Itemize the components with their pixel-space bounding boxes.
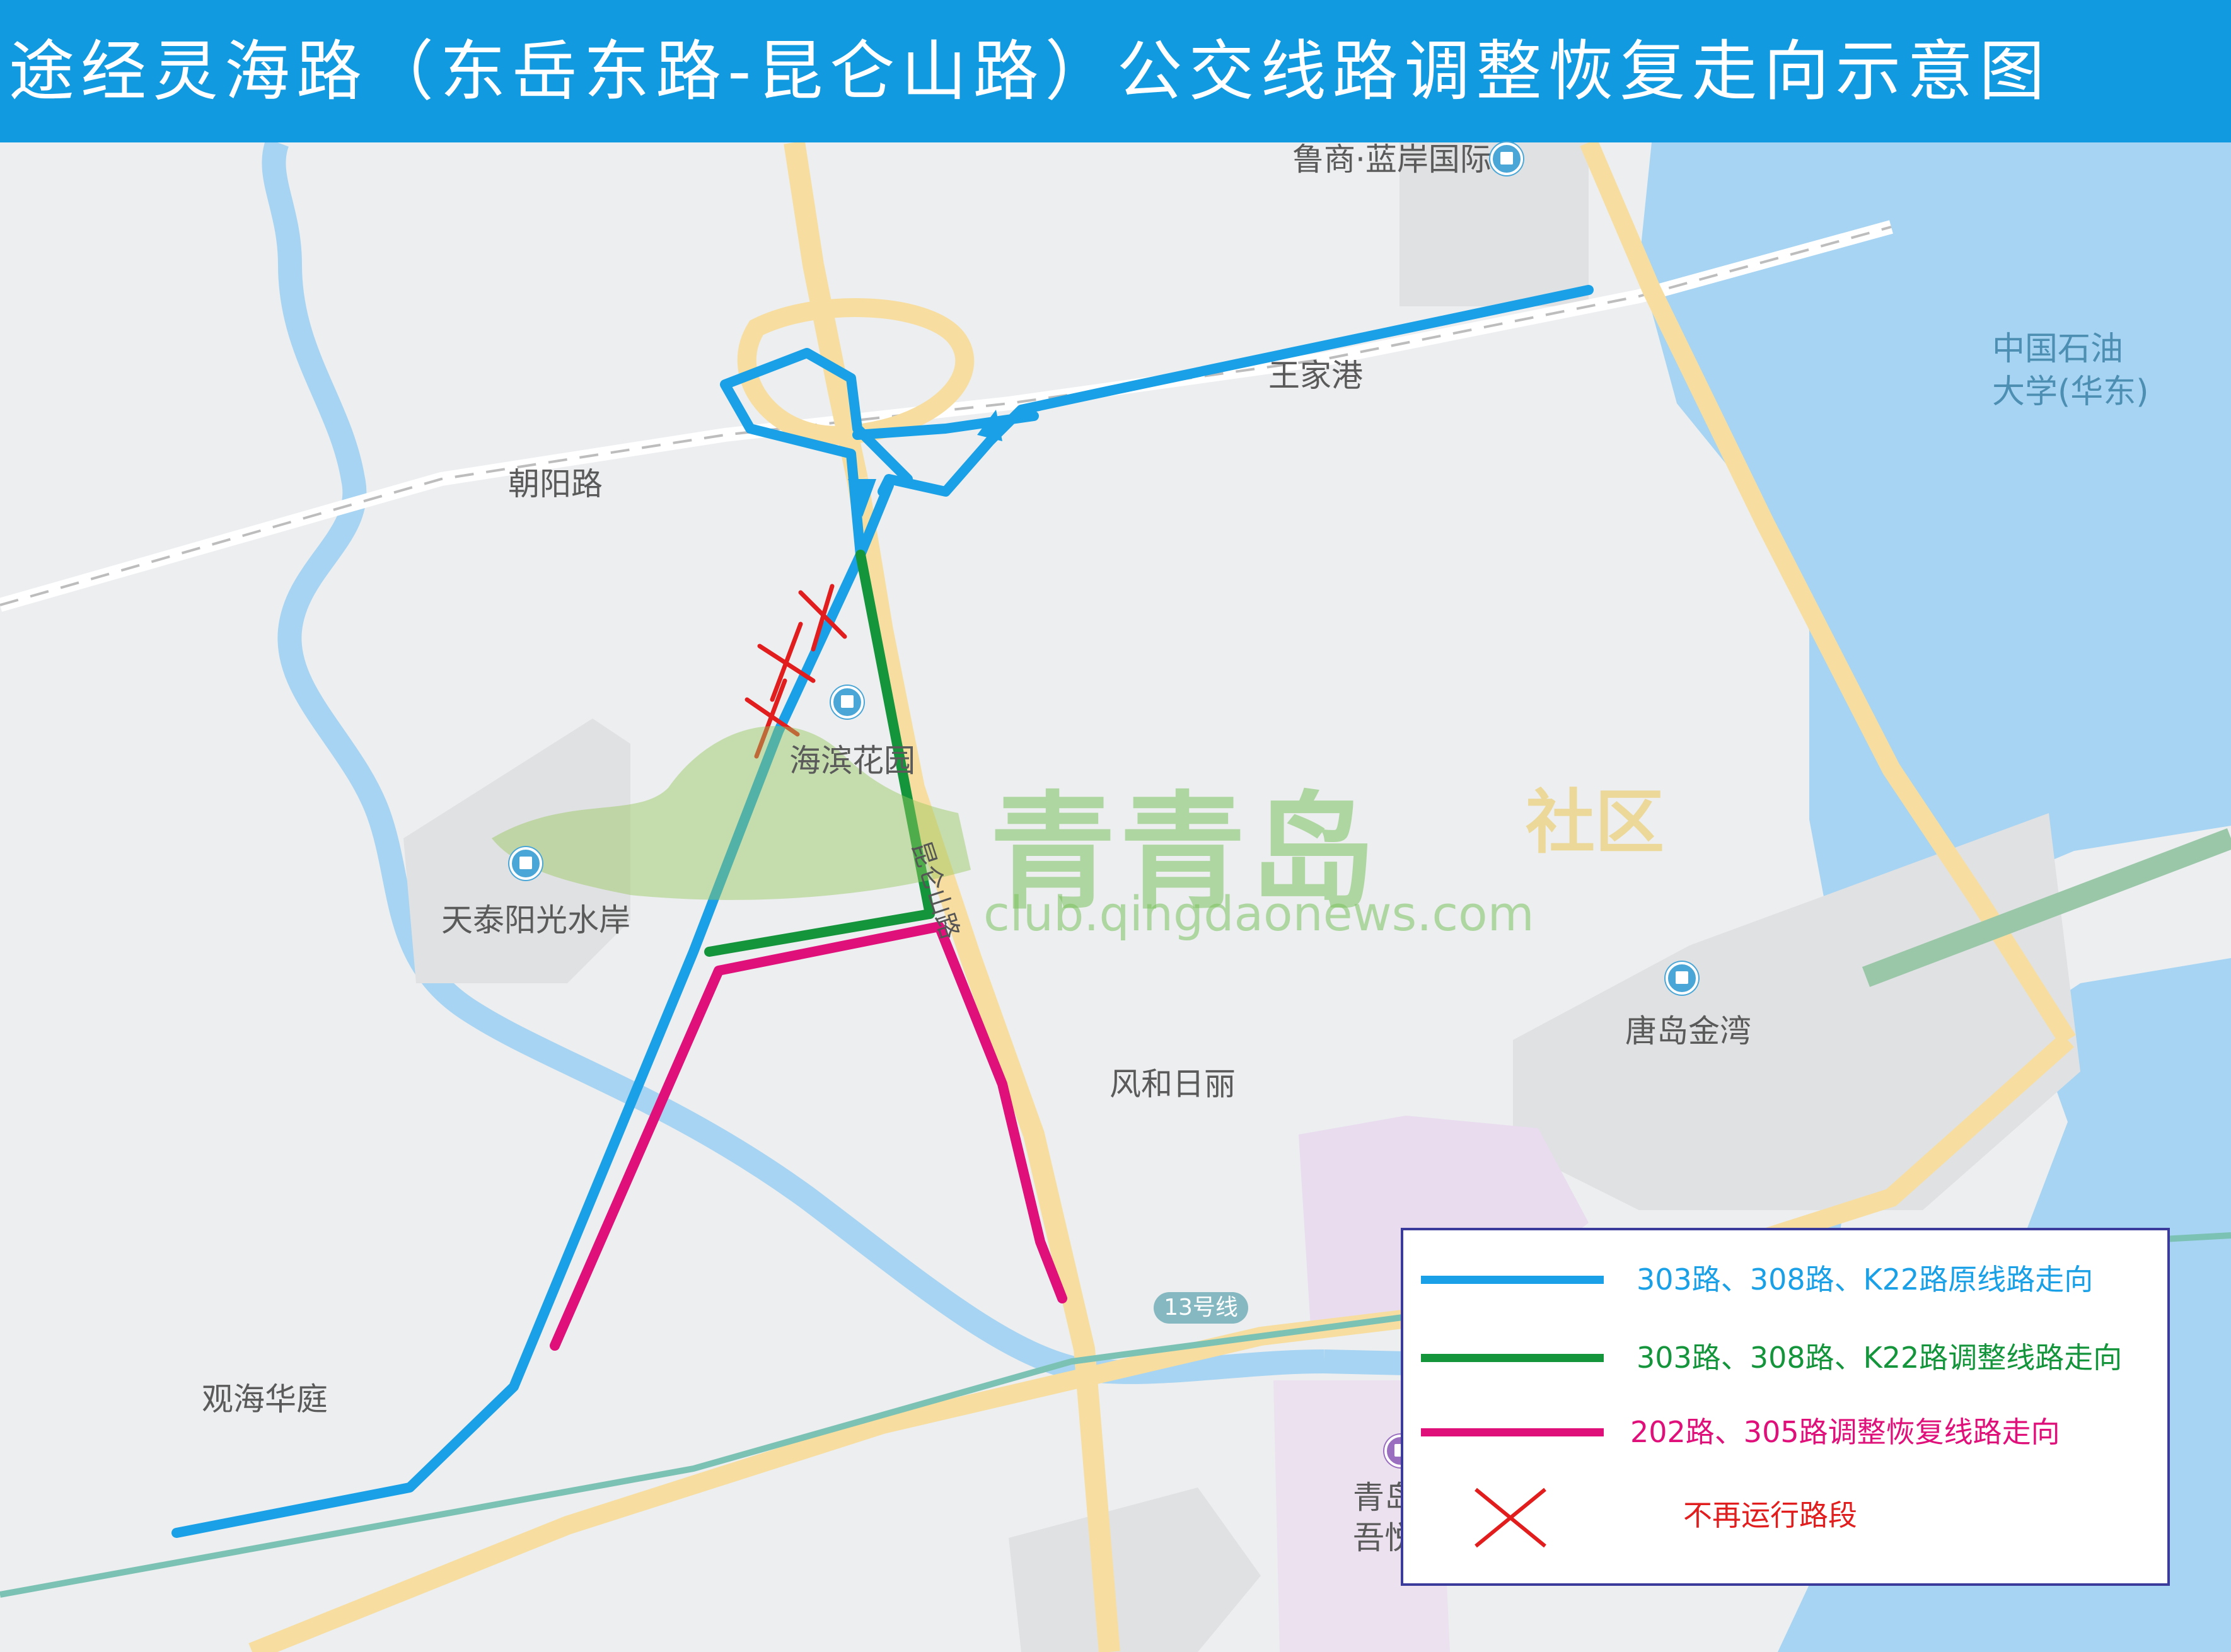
blue-arrow-up (977, 410, 1002, 441)
place-chaoyanglu: 朝阳路 (508, 466, 603, 502)
building-icon (1666, 962, 1698, 995)
cross-3-b (754, 678, 787, 759)
title-bar: 途经灵海路（东岳东路-昆仑山路）公交线路调整恢复走向示意图 (0, 0, 2231, 142)
blue-loop-right (878, 285, 1594, 497)
place-guanhai: 观海华庭 (202, 1381, 328, 1418)
place-fengheri: 风和日丽 (1110, 1066, 1236, 1102)
legend-swatch-pink (1421, 1428, 1604, 1436)
block-mall (1299, 1116, 1589, 1336)
metro-badge: 13号线 (1154, 1292, 1248, 1324)
road-kunlunshan (847, 477, 1120, 1652)
railway-dash (0, 226, 1892, 606)
cross-2-b (770, 621, 803, 702)
cross-icon (1475, 1487, 1546, 1548)
place-upc-line2: 大学(华东) (1992, 373, 2149, 411)
blue-arrow-down (848, 479, 876, 517)
watermark-brand: 青青岛 (990, 780, 1380, 927)
blue-link (852, 411, 1039, 440)
watermark-url: club.qingdaonews.com (983, 886, 1534, 942)
map-title: 途经灵海路（东岳东路-昆仑山路）公交线路调整恢复走向示意图 (9, 33, 2051, 110)
legend-label-adjusted: 303路、308路、K22路调整线路走向 (1637, 1341, 2123, 1375)
blue-loop-left (720, 348, 913, 560)
watermark-hills (492, 725, 971, 900)
place-tangdao: 唐岛金湾 (1625, 1013, 1751, 1049)
legend-item-original: 303路、308路、K22路原线路走向 (1403, 1248, 2167, 1311)
legend-swatch-green (1421, 1354, 1604, 1362)
legend-item-restored: 202路、305路调整恢复线路走向 (1403, 1401, 2167, 1464)
route-restored-pink (550, 921, 1067, 1351)
legend-label-restored: 202路、305路调整恢复线路走向 (1630, 1415, 2060, 1449)
cross-1-b (811, 584, 835, 652)
place-tiantai: 天泰阳光水岸 (441, 902, 630, 939)
watermark-sub: 社区 (1526, 782, 1664, 863)
legend-item-cancelled: 不再运行路段 (1403, 1480, 2167, 1548)
legend-label-cancelled: 不再运行路段 (1683, 1498, 1857, 1532)
place-wangjiagang: 王家港 (1268, 357, 1363, 394)
road-interchange (737, 298, 975, 445)
route-adjusted-green (704, 550, 935, 957)
river-west (262, 142, 1324, 1384)
building-icon (1490, 142, 1523, 175)
legend-label-original: 303路、308路、K22路原线路走向 (1637, 1262, 2094, 1297)
legend-box: 303路、308路、K22路原线路走向 303路、308路、K22路调整线路走向… (1401, 1228, 2170, 1586)
block-tangdao (1513, 813, 2080, 1210)
bridge (1862, 828, 2231, 987)
legend-swatch-blue (1421, 1276, 1604, 1284)
place-haibinhuayuan: 海滨花园 (789, 742, 915, 779)
place-upc-line1: 中国石油 (1992, 330, 2124, 368)
cancelled-segment-crosses (745, 584, 847, 759)
building-icon (831, 686, 864, 719)
legend-item-adjusted: 303路、308路、K22路调整线路走向 (1403, 1326, 2167, 1389)
place-lushang: 鲁商·蓝岸国际 (1292, 141, 1492, 178)
building-icon (509, 847, 542, 880)
block-sw (1009, 1487, 1261, 1652)
